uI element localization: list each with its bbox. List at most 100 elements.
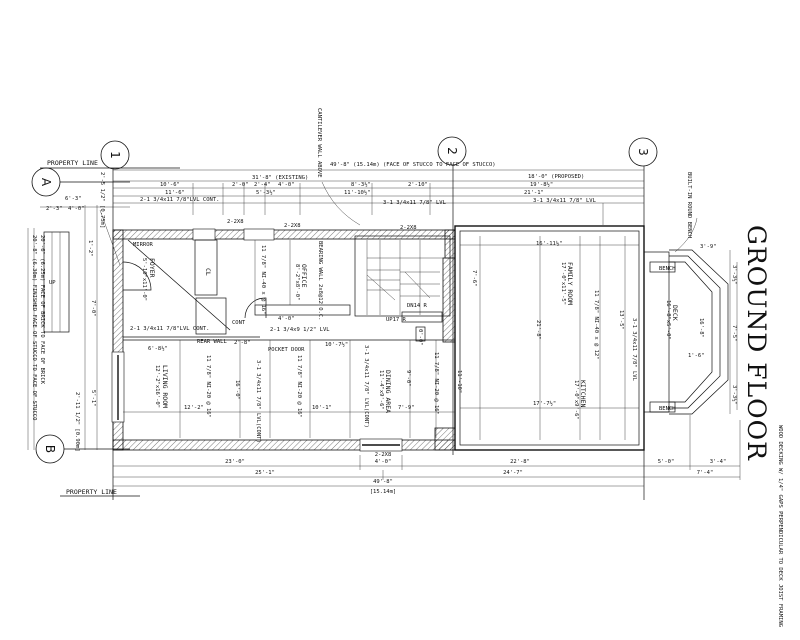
building-walls	[111, 225, 645, 452]
svg-text:10'-7½": 10'-7½"	[325, 341, 348, 348]
svg-text:4'-0": 4'-0"	[68, 206, 85, 212]
svg-text:21'-1": 21'-1"	[524, 190, 544, 196]
svg-text:17'-7½": 17'-7½"	[533, 400, 556, 407]
svg-text:2'-3": 2'-3"	[46, 206, 63, 212]
svg-text:3-1 3/4x11 7/8" LVL(CONT): 3-1 3/4x11 7/8" LVL(CONT)	[255, 360, 261, 443]
svg-text:5'-10"x11'-0": 5'-10"x11'-0"	[141, 258, 147, 301]
svg-text:UP17 R: UP17 R	[386, 317, 407, 323]
svg-text:1'-2": 1'-2"	[87, 240, 93, 257]
svg-text:10'-1": 10'-1"	[312, 405, 332, 411]
svg-text:LIVING ROOM: LIVING ROOM	[161, 365, 169, 408]
bottom-dimensions: 2-2X8 23'-0" 4'-0" 22'-8" 5'-0" 3'-4" 25…	[113, 415, 741, 495]
svg-text:2'-11 1/2" [0.90m]: 2'-11 1/2" [0.90m]	[74, 392, 80, 452]
svg-text:DECK: DECK	[671, 305, 679, 321]
svg-text:2-2X8: 2-2X8	[375, 452, 392, 458]
svg-text:18'-0" (PROPOSED): 18'-0" (PROPOSED)	[528, 174, 584, 180]
svg-text:5'-1": 5'-1"	[90, 390, 96, 407]
svg-text:2: 2	[445, 147, 459, 155]
svg-text:49'-8" (15.14m) (FACE OF STUCC: 49'-8" (15.14m) (FACE OF STUCCO TO FACE …	[330, 162, 496, 168]
svg-text:DINING AREA: DINING AREA	[384, 370, 392, 413]
svg-text:5'-3½": 5'-3½"	[256, 189, 276, 196]
svg-text:11'-6": 11'-6"	[165, 190, 185, 196]
svg-text:11 7/8" NI-20 @ 16": 11 7/8" NI-20 @ 16"	[205, 355, 211, 418]
svg-text:7'-4": 7'-4"	[697, 470, 714, 476]
svg-text:CL: CL	[204, 268, 212, 276]
svg-text:7'-5": 7'-5"	[731, 325, 737, 342]
svg-text:POCKET DOOR: POCKET DOOR	[268, 347, 305, 353]
svg-text:3-1 3/4x11 7/8" LVL: 3-1 3/4x11 7/8" LVL	[533, 198, 597, 204]
svg-text:12'-2": 12'-2"	[184, 405, 204, 411]
svg-text:17'-0"x11'-5": 17'-0"x11'-5"	[560, 262, 566, 305]
svg-text:16'-0": 16'-0"	[234, 380, 240, 400]
svg-text:CANTILEVER WALL ABOVE: CANTILEVER WALL ABOVE	[316, 108, 322, 178]
svg-text:2'-8": 2'-8"	[234, 340, 251, 346]
svg-text:31'-8" (EXISTING): 31'-8" (EXISTING)	[252, 175, 308, 181]
svg-text:49'-8": 49'-8"	[373, 479, 393, 485]
svg-text:16'-8"x5'-0": 16'-8"x5'-0"	[665, 300, 671, 340]
svg-text:8'-3½": 8'-3½"	[351, 181, 371, 188]
svg-text:2-2X8: 2-2X8	[284, 223, 301, 229]
svg-text:25'-1": 25'-1"	[255, 470, 275, 476]
svg-text:REAR WALL: REAR WALL	[197, 339, 227, 345]
svg-text:PROPERTY LINE: PROPERTY LINE	[47, 159, 98, 167]
room-labels: MIRROR FOYER 5'-10"x11'-0" CL CONT OFFIC…	[130, 241, 637, 443]
svg-text:7'-6": 7'-6"	[471, 270, 477, 287]
svg-text:4'-0": 4'-0"	[375, 459, 392, 465]
top-dimensions: 49'-8" (15.14m) (FACE OF STUCCO TO FACE …	[113, 108, 698, 253]
svg-text:5'-0": 5'-0"	[658, 459, 675, 465]
svg-text:11 7/8" NI-20 @ 16": 11 7/8" NI-20 @ 16"	[433, 352, 439, 415]
svg-text:DN14 R: DN14 R	[407, 303, 428, 309]
svg-text:24'-7": 24'-7"	[503, 470, 523, 476]
svg-text:BENCH: BENCH	[659, 266, 676, 272]
svg-text:20'-8" (6.30m) FINISHED FACE O: 20'-8" (6.30m) FINISHED FACE OF STUCCO T…	[31, 235, 37, 420]
svg-text:19'-8½": 19'-8½"	[530, 181, 553, 188]
svg-text:WOOD DECKING W/ 1/4" GAPS PERP: WOOD DECKING W/ 1/4" GAPS PERPENDICULAR …	[777, 425, 783, 627]
svg-text:11 7/8" NI-20 @ 16": 11 7/8" NI-20 @ 16"	[296, 355, 302, 418]
svg-text:PROPERTY LINE: PROPERTY LINE	[66, 488, 117, 496]
svg-text:3'-3½": 3'-3½"	[731, 385, 738, 405]
svg-text:13'-5": 13'-5"	[618, 310, 624, 330]
svg-text:11 7/8" NI-40 x @ 16": 11 7/8" NI-40 x @ 16"	[260, 245, 266, 315]
svg-text:23'-0": 23'-0"	[225, 459, 245, 465]
svg-text:2-1 3/4x9 1/2" LVL: 2-1 3/4x9 1/2" LVL	[270, 327, 330, 333]
svg-text:2'-10": 2'-10"	[408, 182, 428, 188]
svg-text:10'-6": 10'-6"	[160, 182, 180, 188]
svg-text:1'-6": 1'-6"	[688, 353, 705, 359]
drawing-title: GROUND FLOOR	[742, 225, 771, 461]
svg-text:CONT: CONT	[232, 320, 246, 326]
svg-text:22'-8": 22'-8"	[510, 459, 530, 465]
svg-text:6'-8½": 6'-8½"	[148, 345, 168, 352]
svg-text:11'-10½": 11'-10½"	[344, 189, 371, 196]
svg-text:2-2X8: 2-2X8	[400, 225, 417, 231]
staircase	[366, 240, 450, 323]
property-line-bottom: PROPERTY LINE	[60, 488, 140, 497]
svg-text:2-1 3/4x11 7/8"LVL CONT.: 2-1 3/4x11 7/8"LVL CONT.	[130, 326, 209, 332]
svg-text:3-1 3/4x11 7/8" LVL(CONT): 3-1 3/4x11 7/8" LVL(CONT)	[363, 345, 369, 428]
svg-text:[15.14m]: [15.14m]	[370, 489, 397, 495]
svg-text:3'-4": 3'-4"	[710, 459, 727, 465]
svg-text:BEARING WALL 2x8@12 O.C.: BEARING WALL 2x8@12 O.C.	[317, 241, 323, 320]
svg-text:2-2X8: 2-2X8	[227, 219, 244, 225]
svg-text:2'-5 1/2" [0.75m]: 2'-5 1/2" [0.75m]	[99, 172, 105, 228]
svg-text:BUILT-IN ROUND BENCH: BUILT-IN ROUND BENCH	[686, 172, 692, 238]
svg-text:20'-6" (6.25m) FACE OF BRICK T: 20'-6" (6.25m) FACE OF BRICK TO FACE OF …	[39, 235, 45, 385]
svg-text:3: 3	[636, 148, 650, 156]
svg-text:16'-8": 16'-8"	[698, 318, 704, 338]
svg-text:OFFICE: OFFICE	[300, 264, 308, 288]
svg-text:3-1 3/4x11 7/8" LVL: 3-1 3/4x11 7/8" LVL	[383, 200, 447, 206]
svg-text:11'-4"x9'-6": 11'-4"x9'-6"	[378, 370, 384, 410]
svg-text:UP: UP	[49, 280, 56, 286]
svg-text:FOYER: FOYER	[148, 258, 156, 278]
svg-text:B: B	[43, 445, 57, 453]
svg-text:3'-3½": 3'-3½"	[731, 265, 738, 285]
svg-text:FAMILY ROOM: FAMILY ROOM	[566, 262, 574, 305]
svg-text:6'-3": 6'-3"	[65, 196, 82, 202]
svg-text:17'-0"x9'-6": 17'-0"x9'-6"	[573, 380, 579, 420]
svg-text:8'-2"x8'-0": 8'-2"x8'-0"	[294, 264, 300, 300]
svg-text:4'-0": 4'-0"	[278, 316, 295, 322]
property-line-top: PROPERTY LINE	[40, 159, 180, 169]
svg-text:MIRROR: MIRROR	[133, 242, 154, 248]
svg-text:2'-4": 2'-4"	[254, 182, 271, 188]
svg-text:12'-2"x16'-0": 12'-2"x16'-0"	[154, 365, 160, 408]
